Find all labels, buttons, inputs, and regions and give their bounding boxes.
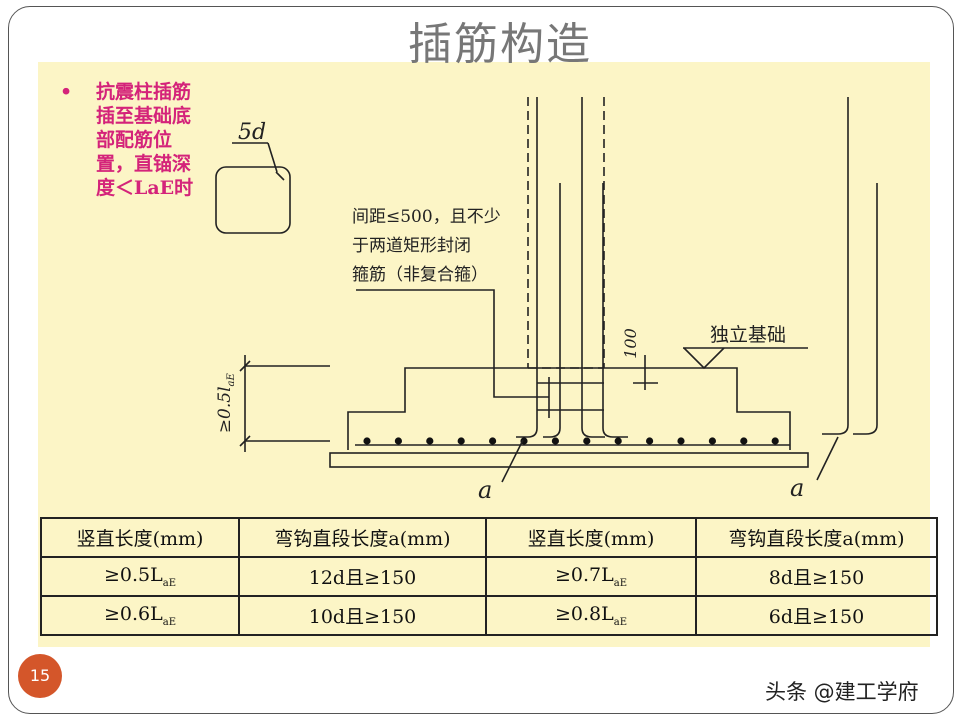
rebar-dot xyxy=(489,437,497,445)
stirrup-note-line: 间距≤500，且不少 xyxy=(352,207,501,227)
hook-sketch xyxy=(215,142,291,234)
watermark: 头条 @建工学府 xyxy=(765,680,919,704)
table-header: 弯钩直段长度a(mm) xyxy=(695,517,938,558)
stirrup-leader xyxy=(356,289,549,398)
cell-main: ≥0.5L xyxy=(103,564,163,587)
table-cell: ≥0.7LaE xyxy=(485,556,697,597)
rebar-dot xyxy=(614,437,622,445)
table-header: 弯钩直段长度a(mm) xyxy=(238,517,487,558)
table-cell: ≥0.5LaE xyxy=(40,556,240,597)
rebar-dot xyxy=(677,437,685,445)
left-dimension xyxy=(239,355,330,452)
rebar-dot xyxy=(363,437,371,445)
table-header: 竖直长度(mm) xyxy=(485,517,697,558)
table-cell: 10d且≥150 xyxy=(238,595,487,636)
stirrup-note-line: 箍筋（非复合箍） xyxy=(352,265,488,285)
a-label-left: a xyxy=(478,476,493,504)
dim-100 xyxy=(633,355,658,390)
slide-title: 插筋构造 xyxy=(408,19,592,70)
rebar-dot xyxy=(708,437,717,445)
rebar-dot xyxy=(583,437,591,445)
stirrup-note-line: 于两道矩形封闭 xyxy=(352,236,471,256)
table-cell: ≥0.6LaE xyxy=(40,595,240,636)
rebar-dot xyxy=(394,437,402,445)
cell-sub: aE xyxy=(613,577,628,589)
cell-sub: aE xyxy=(613,616,628,628)
elevation-marker xyxy=(683,347,808,370)
table-cell: ≥0.8LaE xyxy=(485,595,697,636)
rebar-dot xyxy=(426,437,434,445)
foundation-outline xyxy=(329,367,809,468)
dim-100-label: 100 xyxy=(620,328,640,359)
cell-main: ≥0.7L xyxy=(554,564,614,587)
dim-left-sub: aE xyxy=(226,373,238,387)
rebar-dot xyxy=(551,437,560,445)
cell-main: ≥0.6L xyxy=(103,603,163,626)
bullet-icon: • xyxy=(60,81,73,103)
slide-frame xyxy=(8,6,954,714)
column-bars xyxy=(516,97,878,438)
table-row: ≥0.5LaE 12d且≥150 ≥0.7LaE 8d且≥150 xyxy=(40,556,938,597)
dim-left-label: ≥0.5laE xyxy=(215,373,237,433)
bottom-rebar-dots xyxy=(363,437,779,445)
page-number-badge: 15 xyxy=(18,654,62,698)
cell-sub: aE xyxy=(162,616,177,628)
a-label-right: a xyxy=(790,474,805,502)
table-header-row: 竖直长度(mm) 弯钩直段长度a(mm) 竖直长度(mm) 弯钩直段长度a(mm… xyxy=(40,517,938,558)
table-row: ≥0.6LaE 10d且≥150 ≥0.8LaE 6d且≥150 xyxy=(40,595,938,636)
anchorage-table: 竖直长度(mm) 弯钩直段长度a(mm) 竖直长度(mm) 弯钩直段长度a(mm… xyxy=(40,517,938,636)
rebar-dot xyxy=(771,437,779,445)
table-cell: 12d且≥150 xyxy=(238,556,487,597)
hook-label: 5d xyxy=(238,120,267,145)
cell-sub: aE xyxy=(162,577,177,589)
foundation-label: 独立基础 xyxy=(710,324,787,346)
dim-left-main: ≥0.5l xyxy=(214,386,235,434)
table-header: 竖直长度(mm) xyxy=(40,517,240,558)
cell-main: ≥0.8L xyxy=(554,603,614,626)
note-text: 抗震柱插筋插至基础底部配筋位置，直锚深度＜LaE时 xyxy=(96,81,194,199)
table-cell: 6d且≥150 xyxy=(695,595,938,636)
table-cell: 8d且≥150 xyxy=(695,556,938,597)
rebar-dot xyxy=(457,437,465,445)
rebar-dot xyxy=(740,437,748,445)
stirrup-note: 间距≤500，且不少 于两道矩形封闭 箍筋（非复合箍） xyxy=(352,203,501,290)
rebar-dot xyxy=(646,437,654,445)
